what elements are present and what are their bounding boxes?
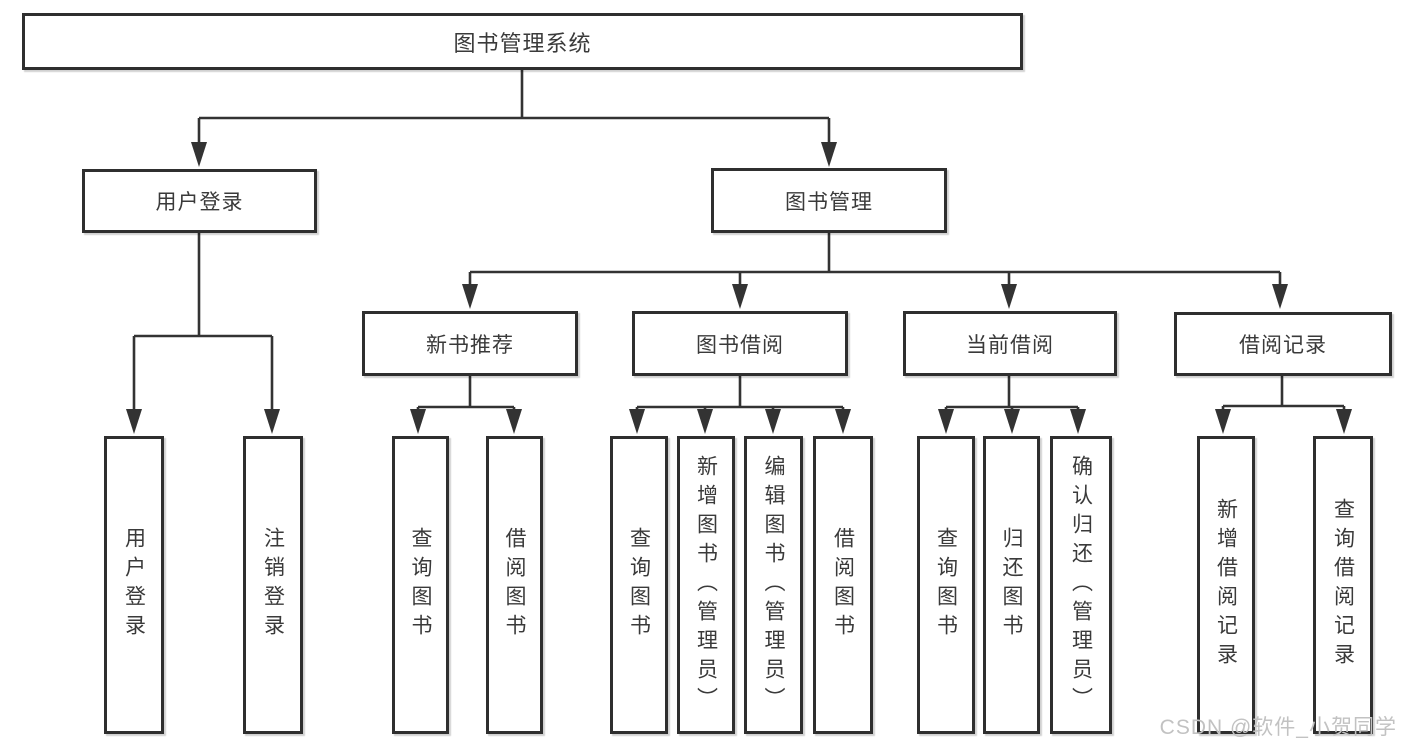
leaf-borrow-add-admin-label: 新增图书（管理员） bbox=[694, 454, 718, 716]
leaf-logout: 注销登录 bbox=[243, 436, 303, 734]
leaf-records-query-label: 查询借阅记录 bbox=[1331, 498, 1355, 672]
leaf-current-return: 归还图书 bbox=[983, 436, 1040, 734]
node-new-book-recommend: 新书推荐 bbox=[362, 311, 578, 376]
leaf-records-query: 查询借阅记录 bbox=[1313, 436, 1373, 734]
leaf-current-confirm-admin-label: 确认归还（管理员） bbox=[1069, 454, 1093, 716]
node-borrow-records-label: 借阅记录 bbox=[1239, 334, 1327, 357]
leaf-user-login: 用户登录 bbox=[104, 436, 164, 734]
node-user-login-branch: 用户登录 bbox=[82, 169, 317, 233]
leaf-logout-label: 注销登录 bbox=[261, 527, 285, 643]
leaf-user-login-label: 用户登录 bbox=[122, 527, 146, 643]
leaf-current-return-label: 归还图书 bbox=[1000, 527, 1023, 643]
csdn-watermark: CSDN @软件_小贺同学 bbox=[1159, 716, 1397, 739]
node-user-login-branch-label: 用户登录 bbox=[155, 191, 244, 214]
leaf-borrow-query: 查询图书 bbox=[610, 436, 668, 734]
node-current-borrow-label: 当前借阅 bbox=[966, 333, 1054, 357]
leaf-borrow-edit-admin-label: 编辑图书（管理员） bbox=[762, 454, 785, 716]
node-borrow-records: 借阅记录 bbox=[1174, 312, 1392, 376]
node-root-label: 图书管理系统 bbox=[453, 30, 592, 56]
leaf-records-add: 新增借阅记录 bbox=[1197, 436, 1255, 734]
leaf-newbook-query: 查询图书 bbox=[392, 436, 449, 734]
node-current-borrow: 当前借阅 bbox=[903, 311, 1117, 376]
node-new-book-recommend-label: 新书推荐 bbox=[426, 333, 514, 357]
leaf-borrow-add-admin: 新增图书（管理员） bbox=[677, 436, 735, 734]
node-book-borrow-label: 图书借阅 bbox=[696, 333, 784, 357]
arrowheads bbox=[126, 142, 1352, 434]
leaf-current-confirm-admin: 确认归还（管理员） bbox=[1050, 436, 1112, 734]
leaf-records-add-label: 新增借阅记录 bbox=[1214, 498, 1238, 672]
leaf-newbook-query-label: 查询图书 bbox=[409, 527, 432, 643]
leaf-borrow-query-label: 查询图书 bbox=[627, 527, 651, 643]
leaf-current-query: 查询图书 bbox=[917, 436, 975, 734]
leaf-newbook-borrow-label: 借阅图书 bbox=[503, 527, 526, 643]
leaf-borrow-borrow: 借阅图书 bbox=[813, 436, 873, 734]
leaf-borrow-edit-admin: 编辑图书（管理员） bbox=[744, 436, 803, 734]
leaf-current-query-label: 查询图书 bbox=[934, 527, 958, 643]
node-root: 图书管理系统 bbox=[22, 13, 1023, 70]
node-book-management-branch-label: 图书管理 bbox=[785, 190, 873, 214]
node-book-management-branch: 图书管理 bbox=[711, 168, 947, 233]
leaf-newbook-borrow: 借阅图书 bbox=[486, 436, 543, 734]
leaf-borrow-borrow-label: 借阅图书 bbox=[831, 527, 855, 643]
node-book-borrow: 图书借阅 bbox=[632, 311, 848, 376]
